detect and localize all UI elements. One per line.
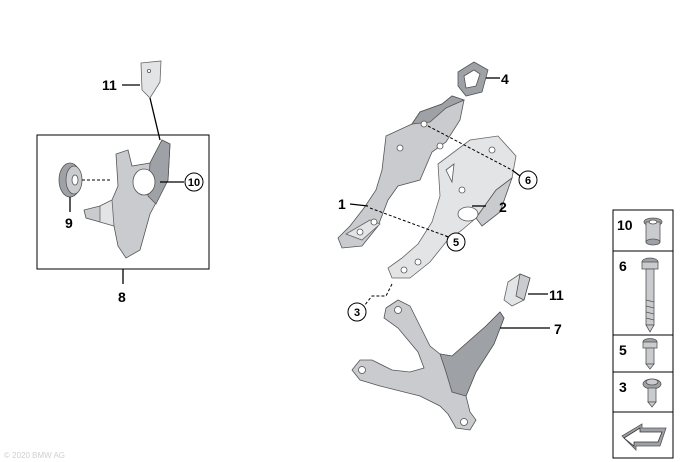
callout-11-left: 11 — [102, 77, 117, 93]
callout-6-circle — [518, 170, 538, 190]
callout-7: 7 — [554, 321, 562, 337]
callout-3: 3 — [354, 307, 360, 319]
callout-3-circle — [347, 302, 367, 322]
rubber-block-4[interactable] — [457, 61, 489, 97]
leader-5-dash — [369, 207, 447, 237]
callout-4: 4 — [501, 71, 509, 87]
leader-3-dash — [363, 283, 393, 307]
callout-5-circle — [446, 232, 466, 252]
assembly-8-group: 11 9 10 8 — [36, 60, 210, 305]
legend-number-5: 5 — [619, 342, 627, 358]
watermark: © 2020 BMW AG — [4, 451, 65, 460]
leader-11-left-down — [149, 97, 161, 141]
bracket-8-part[interactable] — [83, 139, 171, 259]
pad-11-left[interactable] — [140, 60, 162, 99]
grommet-9-part[interactable] — [58, 162, 83, 198]
bracket-1-part[interactable] — [337, 95, 466, 249]
callout-9: 9 — [65, 215, 73, 231]
callout-11-right: 11 — [549, 287, 564, 303]
legend-item-5[interactable]: 5 — [619, 338, 658, 370]
callout-2: 2 — [499, 199, 507, 215]
legend-item-6[interactable]: 6 — [619, 257, 659, 333]
callout-10: 10 — [188, 177, 200, 189]
main-assembly-group: 4 1 2 5 — [337, 61, 564, 431]
callout-8: 8 — [118, 289, 126, 305]
legend-number-3: 3 — [619, 379, 627, 395]
leader-1 — [349, 203, 369, 207]
callout-6: 6 — [525, 175, 531, 187]
leader-6-dash — [427, 125, 513, 171]
reference-arrow-icon — [621, 423, 667, 451]
callout-5: 5 — [453, 237, 459, 249]
legend-number-10: 10 — [617, 217, 633, 233]
short-screw-icon — [642, 338, 658, 370]
callout-10-circle — [184, 172, 204, 192]
legend-number-6: 6 — [619, 258, 627, 274]
collar-screw-icon — [642, 378, 662, 408]
callout-1: 1 — [338, 196, 346, 212]
spacer-sleeve-icon — [643, 217, 663, 246]
bracket-7-part[interactable] — [351, 299, 505, 431]
leader-6 — [511, 169, 521, 177]
legend-item-3[interactable]: 3 — [619, 378, 662, 408]
pad-11-right[interactable] — [503, 273, 531, 307]
long-screw-icon — [641, 257, 659, 333]
parts-legend: 10 6 5 — [612, 209, 674, 459]
legend-frame — [612, 209, 674, 459]
legend-item-10[interactable]: 10 — [617, 217, 663, 246]
bracket-2-part[interactable] — [387, 135, 517, 279]
